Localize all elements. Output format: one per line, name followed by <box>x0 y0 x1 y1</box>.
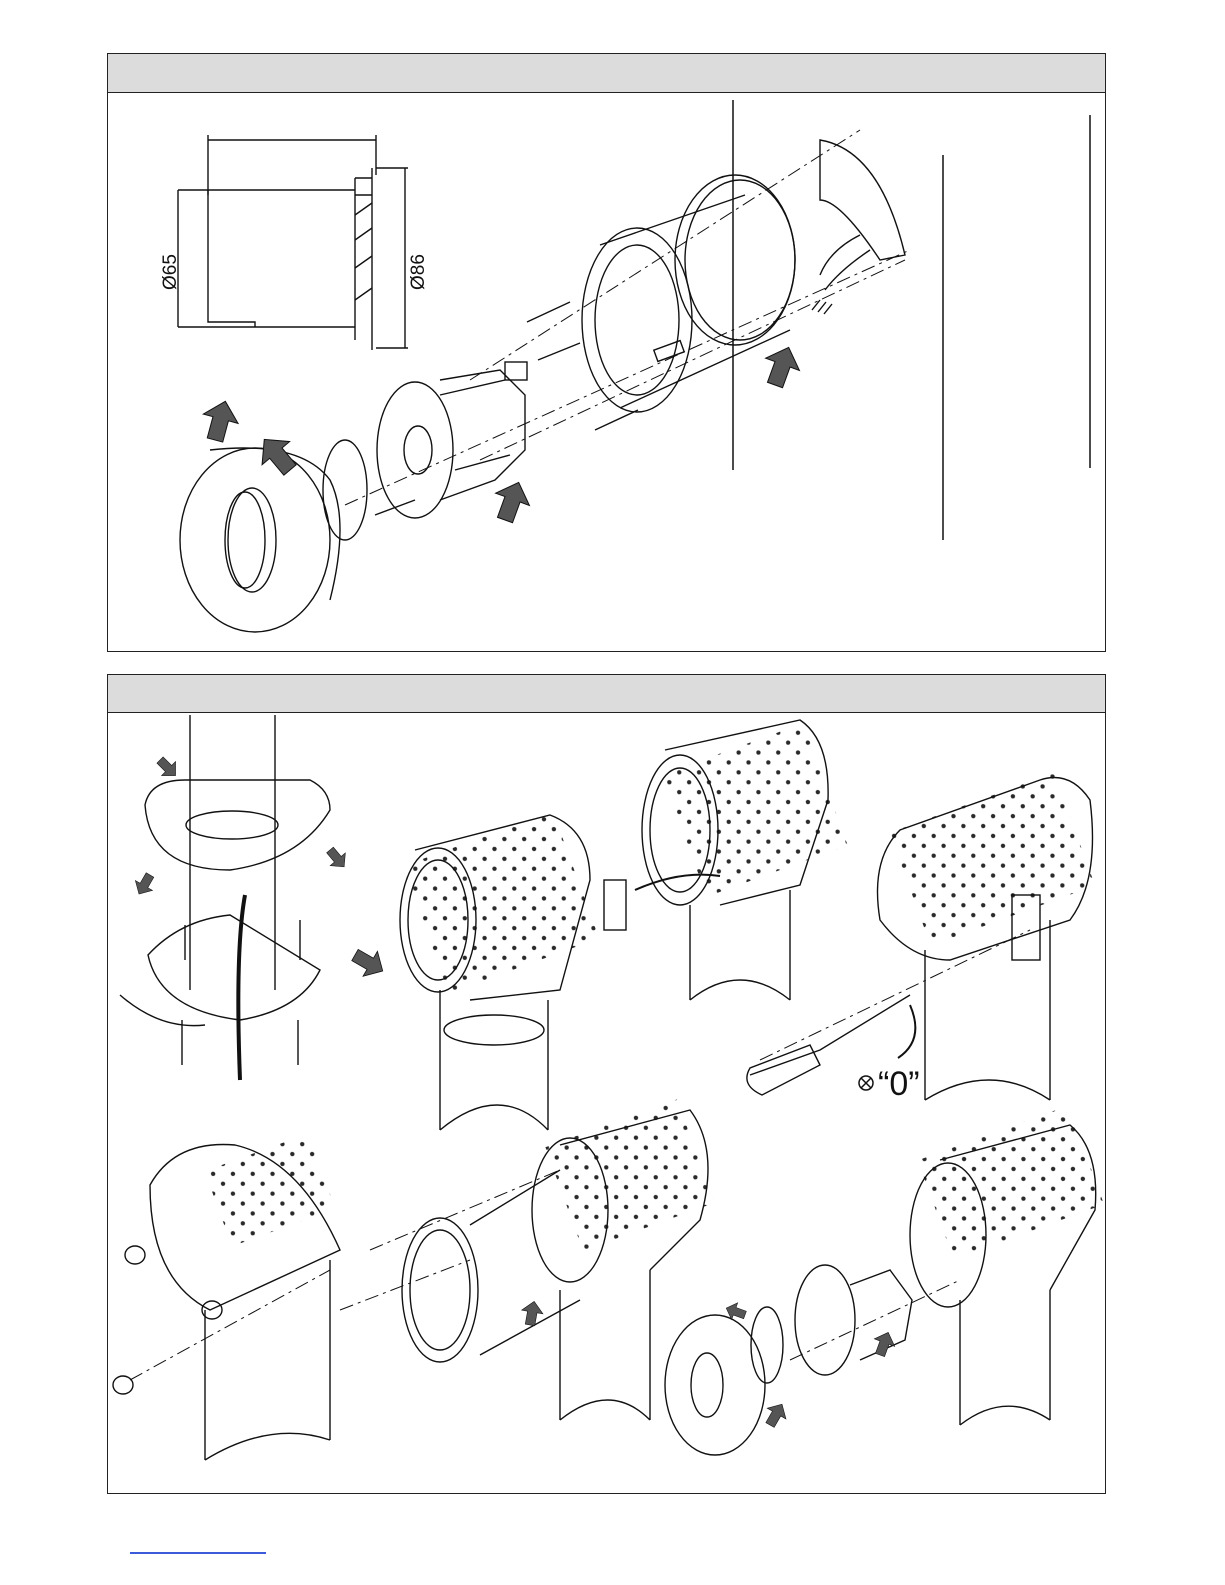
movement-arrows <box>198 341 806 526</box>
footer-link-underline[interactable] <box>130 1552 266 1554</box>
glass-disc <box>323 440 367 540</box>
screw-size-label: “0” <box>878 1065 920 1103</box>
wall-plate <box>675 175 795 345</box>
dimension-drawing <box>178 135 408 350</box>
diameter-outer-label: Ø86 <box>408 254 429 290</box>
exploded-components <box>180 100 1090 632</box>
front-ring <box>180 448 340 632</box>
rotate-arrow <box>898 1005 915 1058</box>
step-pole-base <box>120 715 330 1080</box>
end-cover <box>812 140 905 314</box>
diameter-inner-label: Ø65 <box>160 254 181 290</box>
screws <box>375 302 638 515</box>
screwdriver-size: “0” <box>859 1065 920 1103</box>
housing-cylinder <box>582 180 795 412</box>
